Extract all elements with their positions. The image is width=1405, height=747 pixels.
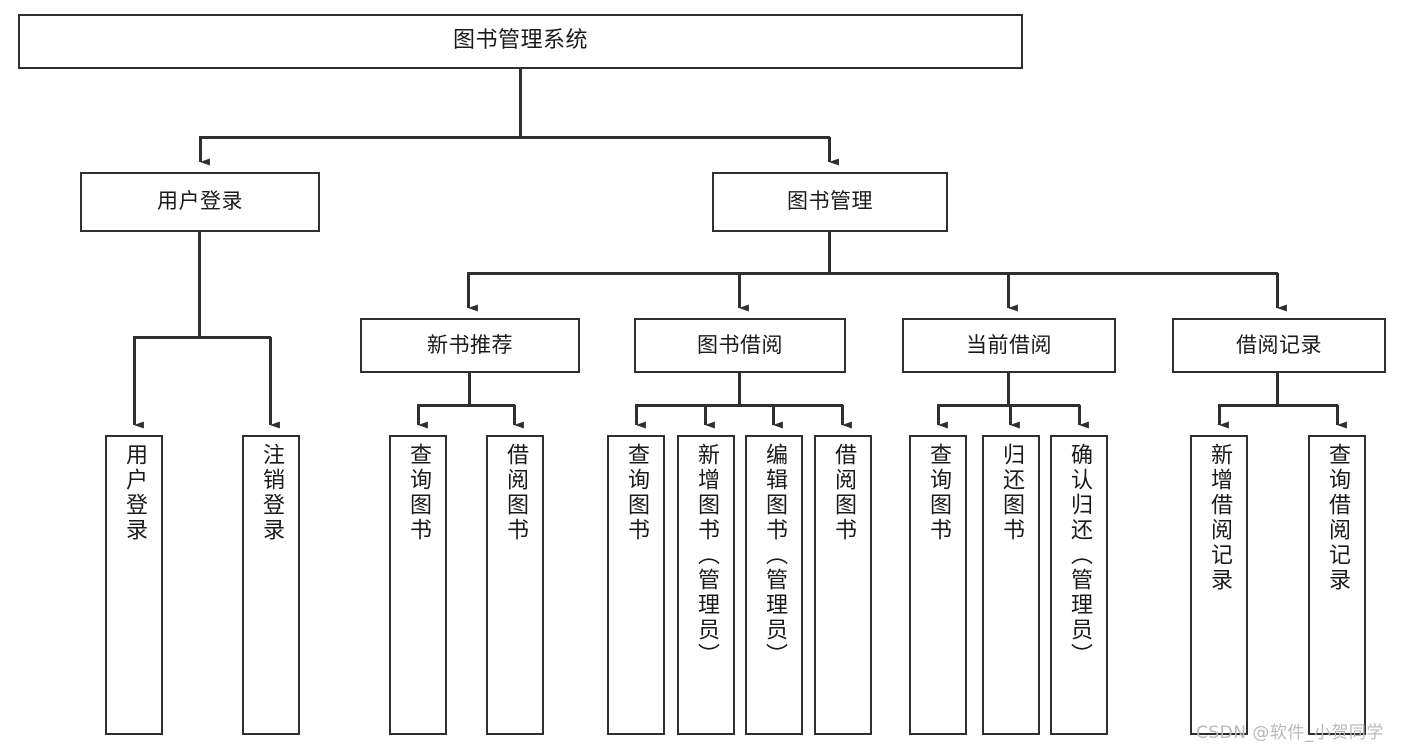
node-root[interactable]: 图书管理系统 — [18, 14, 1023, 69]
node-current-borrow-label: 当前借阅 — [966, 332, 1052, 357]
node-leaf-borrow-book-recommend-label: 借阅图书 — [503, 443, 528, 543]
node-root-label: 图书管理系统 — [452, 28, 588, 54]
node-user-login-label: 用户登录 — [157, 189, 243, 214]
node-borrow-record-label: 借阅记录 — [1236, 332, 1322, 357]
edge-group-new-book-rec — [417, 373, 524, 429]
node-leaf-borrow-book-recommend[interactable]: 借阅图书 — [486, 435, 544, 735]
node-book-manage[interactable]: 图书管理 — [712, 172, 948, 232]
node-leaf-borrow-book[interactable]: 借阅图书 — [814, 435, 872, 735]
node-leaf-query-book-recommend[interactable]: 查询图书 — [389, 435, 447, 735]
node-leaf-confirm-return-label: 确认归还（管理员） — [1067, 443, 1092, 668]
csdn-watermark: CSDN @软件_小贺同学 — [1196, 723, 1384, 743]
node-new-book-recommend-label: 新书推荐 — [427, 332, 513, 357]
node-leaf-query-borrow-record-label: 查询借阅记录 — [1325, 443, 1350, 593]
node-leaf-query-book-borrow[interactable]: 查询图书 — [607, 435, 665, 735]
edge-group-book-borrow — [635, 373, 852, 429]
node-leaf-borrow-book-label: 借阅图书 — [831, 443, 856, 543]
node-current-borrow[interactable]: 当前借阅 — [902, 318, 1116, 373]
node-book-manage-label: 图书管理 — [787, 189, 873, 214]
node-leaf-logout-label: 注销登录 — [259, 443, 284, 543]
node-leaf-query-book-current[interactable]: 查询图书 — [909, 435, 967, 735]
edge-group-book-manage — [467, 232, 1287, 312]
node-leaf-return-book[interactable]: 归还图书 — [982, 435, 1040, 735]
node-leaf-query-book-recommend-label: 查询图书 — [406, 443, 431, 543]
edge-group-current-borrow — [937, 373, 1089, 429]
node-leaf-return-book-label: 归还图书 — [999, 443, 1024, 543]
edge-group-root — [199, 69, 839, 166]
node-leaf-query-book-borrow-label: 查询图书 — [624, 443, 649, 543]
node-leaf-add-book[interactable]: 新增图书（管理员） — [677, 435, 735, 735]
node-leaf-edit-book-label: 编辑图书（管理员） — [762, 443, 787, 668]
node-leaf-add-borrow-record[interactable]: 新增借阅记录 — [1190, 435, 1248, 735]
node-leaf-add-book-label: 新增图书（管理员） — [694, 443, 719, 668]
node-leaf-add-borrow-record-label: 新增借阅记录 — [1207, 443, 1232, 593]
node-book-borrow[interactable]: 图书借阅 — [634, 318, 846, 373]
node-leaf-edit-book[interactable]: 编辑图书（管理员） — [745, 435, 803, 735]
node-borrow-record[interactable]: 借阅记录 — [1172, 318, 1386, 373]
node-leaf-query-book-current-label: 查询图书 — [926, 443, 951, 543]
edge-group-user-login — [133, 232, 280, 429]
edge-group-borrow-record — [1218, 373, 1347, 429]
node-leaf-confirm-return[interactable]: 确认归还（管理员） — [1050, 435, 1108, 735]
node-book-borrow-label: 图书借阅 — [697, 332, 783, 357]
node-user-login[interactable]: 用户登录 — [80, 172, 320, 232]
node-leaf-logout[interactable]: 注销登录 — [242, 435, 300, 735]
node-leaf-user-login[interactable]: 用户登录 — [105, 435, 163, 735]
node-leaf-query-borrow-record[interactable]: 查询借阅记录 — [1308, 435, 1366, 735]
node-leaf-user-login-label: 用户登录 — [122, 443, 147, 543]
node-new-book-recommend[interactable]: 新书推荐 — [360, 318, 580, 373]
